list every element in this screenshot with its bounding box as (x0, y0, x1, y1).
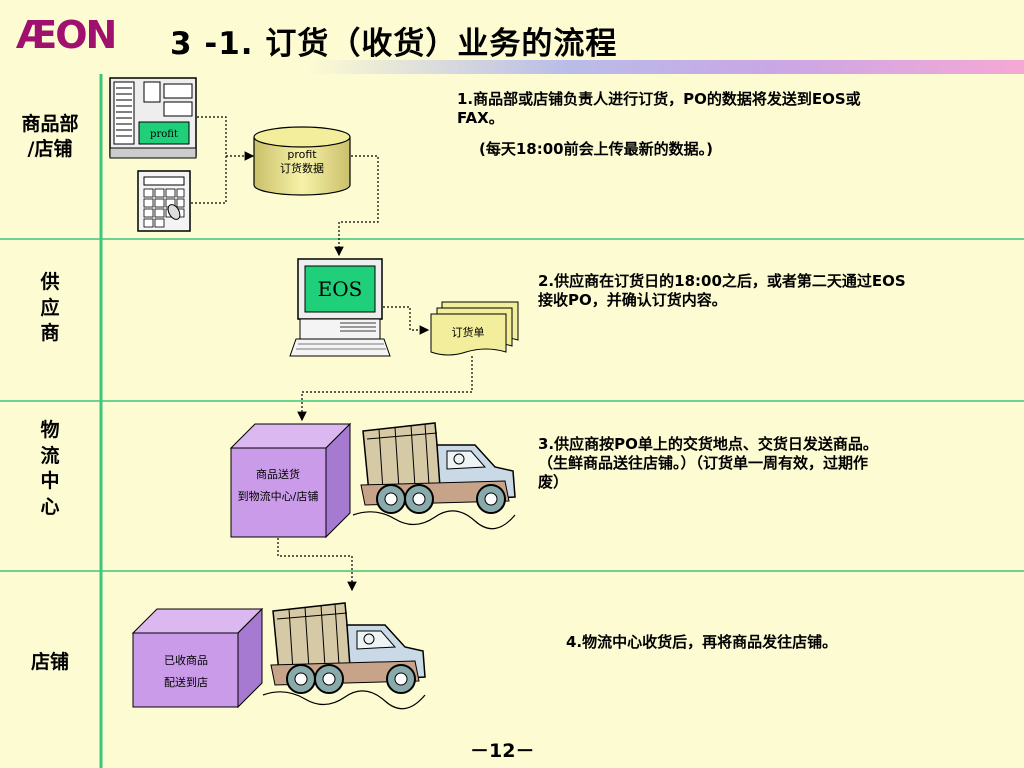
db-label-1: profit (287, 148, 317, 161)
shipment-box-1: 商品送货 到物流中心/店铺 (229, 422, 352, 539)
step2-line1: 2.供应商在订货日的18:00之后，或者第二天通过EOS (538, 272, 906, 290)
header-gradient-bar (0, 60, 1024, 74)
lane-label-supplier: 供 应 商 (40, 271, 60, 345)
step3-note: 3.供应商按PO单上的交货地点、交货日发送商品。 （生鲜商品送往店铺。）（订货单… (538, 435, 1018, 491)
step4-line1: 4.物流中心收货后，再将商品发往店铺。 (566, 633, 838, 651)
lane-label-store: 店铺 (30, 651, 69, 673)
aeon-logo: ÆON (14, 12, 129, 57)
box1-label-2: 到物流中心/店铺 (238, 489, 319, 503)
order-terminal-icon (137, 170, 191, 232)
box2-label-2: 配送到店 (164, 675, 208, 689)
received-goods-box: 已收商品 配送到店 (131, 607, 264, 709)
step3-line1: 3.供应商按PO单上的交货地点、交货日发送商品。 (538, 435, 878, 453)
step3-line3: 废） (538, 472, 569, 491)
step4-note: 4.物流中心收货后，再将商品发往店铺。 (566, 633, 1006, 652)
box1-label-1: 商品送货 (256, 467, 300, 481)
box2-label-1: 已收商品 (164, 653, 208, 667)
step1-line2: FAX。 (457, 108, 504, 127)
lane-label-logistics: 物 流 中 心 (40, 419, 60, 518)
step1-line3: (每天18:00前会上传最新的数据。) (479, 139, 713, 158)
lane-label-merch: 商品部 /店铺 (21, 113, 79, 160)
eos-computer-icon: EOS (289, 258, 391, 357)
page-number: －12－ (470, 740, 535, 762)
order-database-icon: profit 订货数据 (253, 126, 351, 196)
step1-line1: 1.商品部或店铺负责人进行订货，PO的数据将发送到EOS或 (457, 90, 861, 108)
server-label: profit (150, 129, 178, 140)
step2-note: 2.供应商在订货日的18:00之后，或者第二天通过EOS 接收PO，并确认订货内… (538, 272, 1018, 310)
order-sheet-label: 订货单 (452, 325, 485, 339)
server-icon: profit (109, 77, 197, 159)
step2-line2: 接收PO，并确认订货内容。 (538, 290, 727, 309)
eos-label: EOS (318, 277, 363, 301)
step3-line2: （生鲜商品送往店铺。）（订货单一周有效，过期作 (538, 453, 869, 472)
page-title: 3 -1. 订货（收货）业务的流程 (170, 26, 618, 62)
logo-text: ÆON (16, 13, 115, 56)
delivery-truck-icon-2 (262, 602, 426, 710)
db-label-2: 订货数据 (280, 161, 324, 175)
delivery-truck-icon-1 (352, 422, 516, 530)
order-sheet-icon: 订货单 (430, 301, 519, 356)
step1-note: 1.商品部或店铺负责人进行订货，PO的数据将发送到EOS或 FAX。 (每天18… (457, 90, 1007, 158)
